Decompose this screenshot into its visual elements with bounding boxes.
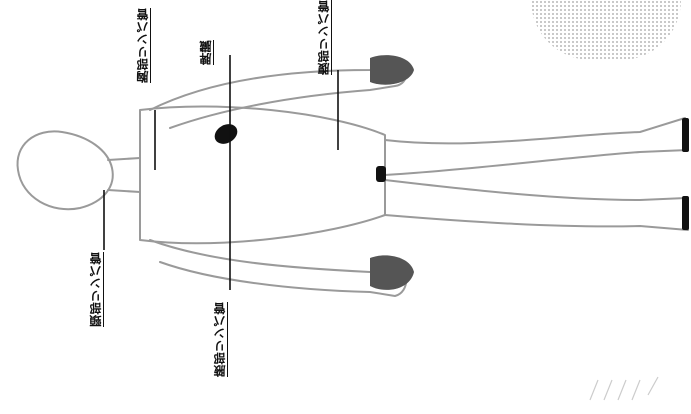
- label-chest-lymph: 胸部リンパ管: [137, 8, 151, 83]
- head-outline: [18, 131, 113, 209]
- foot-lower: [682, 196, 689, 230]
- hand-lower: [370, 255, 414, 290]
- foot-upper: [682, 118, 689, 152]
- faint-glyphs: [590, 377, 658, 400]
- pelvis-mark: [376, 166, 386, 182]
- hand-upper: [370, 55, 414, 85]
- leg-upper-outline: [385, 118, 688, 175]
- arm-lower-outline: [150, 240, 406, 296]
- torso-outline: [140, 106, 385, 243]
- label-neck-lymph: 頸部リンパ管: [90, 252, 104, 327]
- label-axillary-lymph: 腋部リンパ管: [214, 302, 228, 377]
- leg-lower-outline: [385, 180, 688, 230]
- arm-upper-outline: [150, 62, 406, 128]
- label-abdominal-lymph: 腹部リンパ管: [318, 0, 332, 75]
- label-spleen: 脾臓: [200, 40, 214, 65]
- spleen-mark: [211, 120, 241, 148]
